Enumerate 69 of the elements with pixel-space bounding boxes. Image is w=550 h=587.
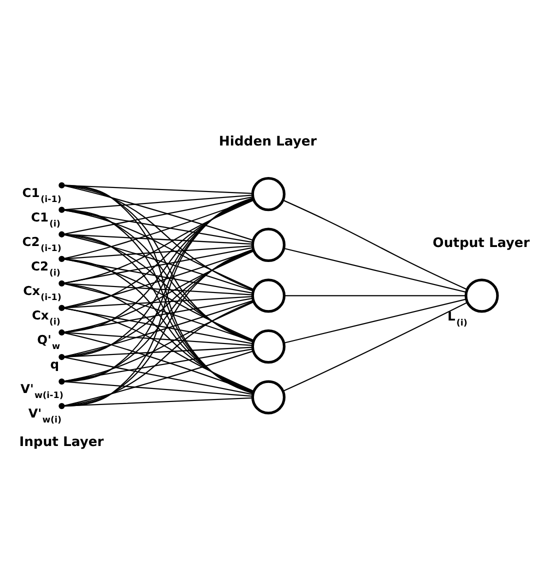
connector bbox=[64, 234, 254, 292]
node-circle bbox=[464, 278, 499, 313]
node-label: C2$_{(i-1)}$ bbox=[22, 234, 62, 254]
connector bbox=[64, 301, 254, 382]
connector bbox=[64, 296, 252, 308]
connector bbox=[64, 210, 254, 290]
connector bbox=[64, 247, 253, 284]
node-label: Q'$_{w}$ bbox=[37, 333, 60, 352]
connector bbox=[64, 283, 254, 392]
connector bbox=[64, 245, 252, 260]
node-circle bbox=[58, 206, 65, 213]
node-label: Cx$_{(i)}$ bbox=[32, 308, 60, 328]
node-circle bbox=[58, 329, 65, 336]
node-circle bbox=[58, 304, 65, 312]
label: Output Layer bbox=[432, 236, 530, 252]
connector bbox=[64, 258, 254, 341]
node-circle bbox=[58, 256, 65, 262]
connector bbox=[64, 196, 253, 235]
connector bbox=[64, 283, 254, 342]
node-label: V'$_{w(i-1)}$ bbox=[20, 382, 64, 402]
connector bbox=[64, 185, 254, 241]
label: Hidden Layer bbox=[218, 134, 317, 150]
node-circle bbox=[58, 182, 65, 188]
connector bbox=[284, 248, 466, 293]
connector bbox=[64, 348, 253, 382]
connector bbox=[64, 300, 254, 406]
connector bbox=[282, 302, 468, 392]
connector bbox=[64, 249, 254, 308]
node-label: V'$_{w(i)}$ bbox=[28, 406, 62, 426]
connector bbox=[64, 248, 254, 407]
node-circle bbox=[58, 378, 65, 385]
connector bbox=[64, 350, 254, 406]
node-label: L$_{(i)}$ bbox=[448, 309, 468, 328]
connector bbox=[64, 397, 252, 407]
connector bbox=[64, 381, 252, 397]
connector bbox=[64, 184, 254, 291]
connector bbox=[64, 199, 254, 308]
connector bbox=[284, 298, 466, 344]
connector bbox=[64, 200, 254, 284]
node-circle bbox=[58, 403, 65, 410]
connector bbox=[64, 282, 252, 296]
node-circle bbox=[251, 228, 286, 262]
connector bbox=[64, 194, 252, 210]
node-label: C2$_{(i)}$ bbox=[31, 259, 60, 278]
node-circle bbox=[251, 329, 286, 364]
node-label: C1$_{(i)}$ bbox=[31, 210, 60, 230]
label: Input Layer bbox=[19, 434, 104, 450]
connector bbox=[282, 200, 468, 290]
connector bbox=[64, 298, 253, 333]
connector bbox=[64, 250, 254, 358]
node-circle bbox=[251, 177, 286, 212]
node-label: Cx$_{(i-1)}$ bbox=[23, 284, 62, 303]
connector bbox=[284, 295, 466, 296]
connector bbox=[64, 258, 253, 294]
node-circle bbox=[251, 380, 286, 414]
connector bbox=[64, 250, 254, 333]
node-circle bbox=[251, 278, 286, 313]
node-label: q bbox=[50, 358, 60, 372]
node-label: C1$_{(i-1)}$ bbox=[22, 186, 62, 205]
node-circle bbox=[58, 354, 65, 360]
node-circle bbox=[58, 280, 65, 286]
connector bbox=[64, 234, 254, 342]
connector bbox=[64, 308, 253, 344]
connector bbox=[64, 356, 253, 395]
connector bbox=[64, 332, 252, 346]
connector bbox=[64, 300, 254, 358]
connector bbox=[64, 308, 254, 392]
node-circle bbox=[58, 231, 65, 238]
connector bbox=[64, 346, 252, 358]
